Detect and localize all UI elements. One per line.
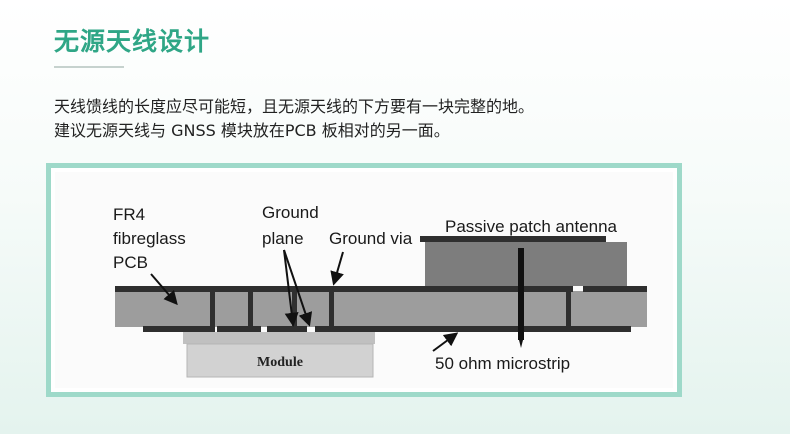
description-line-2: 建议无源天线与 GNSS 模块放在PCB 板相对的另一面。 [54,121,450,140]
description-line-1: 天线馈线的长度应尽可能短，且无源天线的下方要有一块完整的地。 [54,97,535,116]
pcb-pointer-arrow [150,273,178,306]
antenna-patch-metal [420,236,606,242]
antenna-label: Passive patch antenna [445,217,618,236]
ground-via [210,286,215,332]
ground-plane-label-line-1: Ground [262,203,319,222]
title-underline [54,66,124,68]
microstrip-trace [315,326,631,332]
pcb-label-line-1: FR4 [113,205,145,224]
bottom-copper-segment [143,326,211,332]
description: 天线馈线的长度应尽可能短，且无源天线的下方要有一块完整的地。 建议无源天线与 G… [54,95,534,143]
feed-pin-tip [518,336,524,348]
pcb-cross-section-diagram: Module FR4 fibreglass PCB Ground plane G… [55,172,673,388]
top-copper-segment [253,286,573,292]
patch-antenna [425,242,627,286]
ground-via [292,286,297,332]
top-copper-segment [215,286,248,292]
bottom-copper-segment [217,326,261,332]
ground-via-label: Ground via [329,229,413,248]
module-body [186,343,374,378]
module-label: Module [257,355,303,370]
ground-via [329,286,334,332]
page-title: 无源天线设计 [54,27,211,56]
ground-via [248,286,253,332]
pcb-label-line-2: fibreglass [113,229,186,248]
antenna-feed-pin [518,248,524,340]
pcb-label-line-3: PCB [113,253,148,272]
ground-via-pointer-arrow [330,251,344,286]
microstrip-label: 50 ohm microstrip [435,354,570,373]
pcb-core [115,291,647,327]
ground-plane-pointer-arrow [283,249,299,327]
antenna-diagram-frame: Module FR4 fibreglass PCB Ground plane G… [46,163,682,397]
top-copper-segment [583,286,647,292]
ground-plane-pointer-arrow [283,249,313,327]
ground-plane-label-line-2: plane [262,229,304,248]
microstrip-pointer-arrow [432,332,459,352]
module-shield [183,332,375,344]
bottom-copper-segment [267,326,307,332]
top-copper-segment [115,286,210,292]
ground-via [566,286,571,332]
